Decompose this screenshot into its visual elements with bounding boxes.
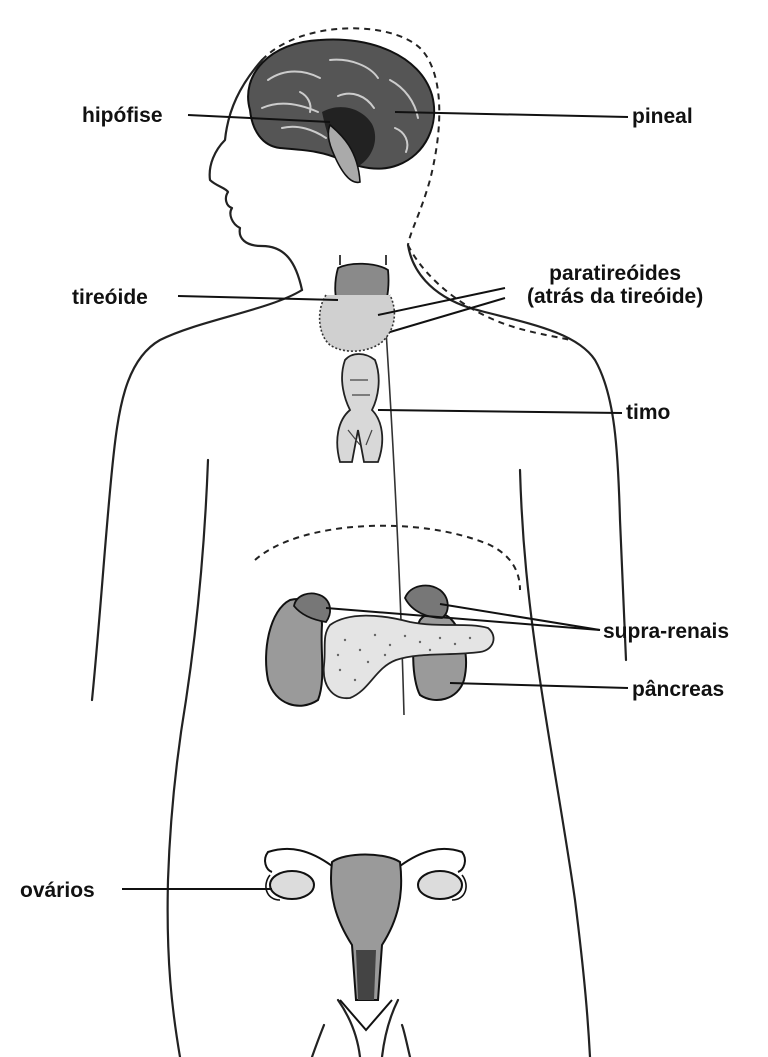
- label-supra-renais: supra-renais: [603, 620, 729, 643]
- right-ovary: [418, 871, 462, 899]
- brain: [248, 39, 434, 182]
- leader-paratireoides-1: [378, 288, 505, 315]
- leader-pancreas: [450, 683, 628, 688]
- leader-tireoide: [178, 296, 338, 300]
- label-paratireoides-line2: (atrás da tireóide): [527, 285, 703, 308]
- thyroid-gland: [320, 255, 395, 351]
- left-ovary: [270, 871, 314, 899]
- label-paratireoides: paratireóides (atrás da tireóide): [527, 262, 703, 308]
- label-tireoide: tireóide: [72, 286, 148, 309]
- leader-timo: [378, 410, 622, 413]
- label-timo: timo: [626, 401, 670, 424]
- label-paratireoides-line1: paratireóides: [527, 262, 703, 285]
- label-hipofise: hipófise: [82, 104, 163, 127]
- reproductive-organs: [265, 849, 466, 1030]
- pancreas-gland: [324, 616, 494, 699]
- label-pancreas: pâncreas: [632, 678, 724, 701]
- leader-lines: [122, 112, 628, 889]
- label-pineal: pineal: [632, 105, 693, 128]
- thymus-gland: [337, 354, 382, 462]
- label-ovarios: ovários: [20, 879, 95, 902]
- leader-paratireoides-2: [390, 298, 505, 332]
